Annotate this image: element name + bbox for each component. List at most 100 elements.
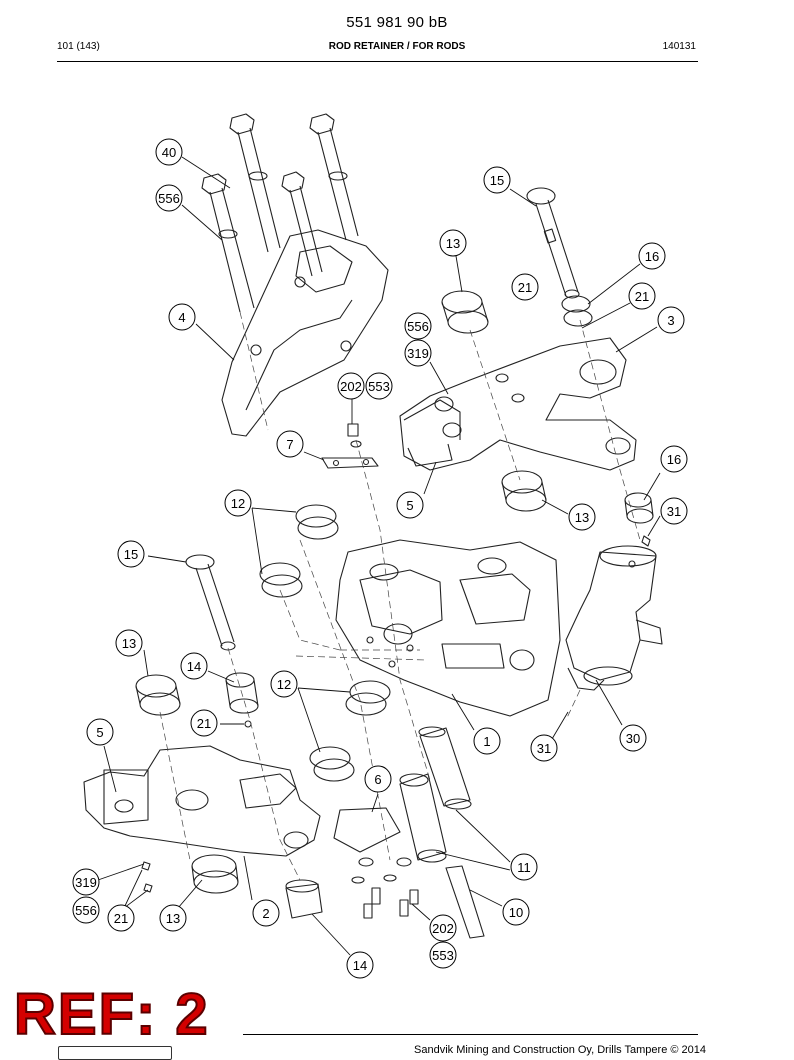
callout-label: 553 bbox=[432, 948, 454, 963]
document-code: 140131 bbox=[662, 41, 696, 52]
leader-lines bbox=[97, 156, 661, 956]
callout-label: 7 bbox=[286, 437, 293, 452]
callout-12-mid: 12 bbox=[270, 670, 298, 698]
callout-3: 3 bbox=[657, 306, 685, 334]
callout-label: 14 bbox=[353, 958, 367, 973]
callout-15-top: 15 bbox=[483, 166, 511, 194]
arm-part-3 bbox=[399, 337, 637, 471]
callout-label: 21 bbox=[635, 289, 649, 304]
callout-553-mid: 553 bbox=[365, 372, 393, 400]
callout-13-bottom: 13 bbox=[159, 904, 187, 932]
reference-stamp: REF: 2 bbox=[13, 982, 210, 1047]
callout-14-bottom: 14 bbox=[346, 951, 374, 979]
center-lines bbox=[159, 311, 641, 881]
callout-13-right: 13 bbox=[568, 503, 596, 531]
callout-label: 5 bbox=[406, 498, 413, 513]
callout-label: 202 bbox=[340, 379, 362, 394]
callout-16-right: 16 bbox=[660, 445, 688, 473]
part-outlines bbox=[83, 113, 663, 939]
callout-label: 13 bbox=[446, 236, 460, 251]
pin-part-15-left bbox=[185, 504, 391, 782]
callout-label: 40 bbox=[162, 145, 176, 160]
callout-label: 556 bbox=[158, 191, 180, 206]
callout-11: 11 bbox=[510, 853, 538, 881]
callout-21-left: 21 bbox=[190, 709, 218, 737]
callout-label: 12 bbox=[277, 677, 291, 692]
callout-2: 2 bbox=[252, 899, 280, 927]
callout-label: 319 bbox=[407, 346, 429, 361]
callout-4: 4 bbox=[168, 303, 196, 331]
callout-label: 553 bbox=[368, 379, 390, 394]
arm-part-5-lower bbox=[83, 745, 321, 857]
callout-label: 31 bbox=[537, 741, 551, 756]
callout-31-bottom: 31 bbox=[530, 734, 558, 762]
callout-21-bottom: 21 bbox=[107, 904, 135, 932]
callout-30: 30 bbox=[619, 724, 647, 752]
callout-label: 556 bbox=[407, 319, 429, 334]
callout-14-left: 14 bbox=[180, 652, 208, 680]
callout-5-top: 5 bbox=[396, 491, 424, 519]
callout-label: 13 bbox=[166, 911, 180, 926]
header-divider bbox=[57, 61, 698, 62]
bottom-part-group bbox=[141, 726, 485, 939]
callout-label: 12 bbox=[231, 496, 245, 511]
callout-label: 16 bbox=[667, 452, 681, 467]
page-number: 101 (143) bbox=[57, 41, 100, 52]
section-title: ROD RETAINER / FOR RODS bbox=[328, 41, 466, 52]
callout-10: 10 bbox=[502, 898, 530, 926]
callout-556-mid: 556 bbox=[404, 312, 432, 340]
callout-label: 21 bbox=[197, 716, 211, 731]
callout-label: 15 bbox=[490, 173, 504, 188]
footer-copyright: Sandvik Mining and Construction Oy, Dril… bbox=[414, 1044, 706, 1056]
body-part-1 bbox=[335, 539, 561, 717]
callout-21-right: 21 bbox=[628, 282, 656, 310]
callout-label: 3 bbox=[667, 313, 674, 328]
pin-part-15-top bbox=[526, 187, 580, 299]
callout-13-left: 13 bbox=[115, 629, 143, 657]
callout-7: 7 bbox=[276, 430, 304, 458]
cylinder-part-30 bbox=[565, 535, 663, 691]
callout-label: 6 bbox=[374, 772, 381, 787]
callout-319-bottom: 319 bbox=[72, 868, 100, 896]
callout-label: 202 bbox=[432, 921, 454, 936]
callout-31-top: 31 bbox=[660, 497, 688, 525]
callout-1: 1 bbox=[473, 727, 501, 755]
callout-label: 11 bbox=[517, 860, 531, 875]
callout-label: 2 bbox=[262, 906, 269, 921]
callout-6: 6 bbox=[364, 765, 392, 793]
bushing-group-top bbox=[441, 290, 654, 524]
footer-divider bbox=[243, 1034, 698, 1035]
callout-label: 15 bbox=[124, 547, 138, 562]
callout-13-top: 13 bbox=[439, 229, 467, 257]
callout-label: 31 bbox=[667, 504, 681, 519]
callout-label: 4 bbox=[178, 310, 185, 325]
callout-label: 21 bbox=[114, 911, 128, 926]
callout-553-bottom: 553 bbox=[429, 941, 457, 969]
document-number: 551 981 90 bB bbox=[346, 14, 448, 31]
callout-556: 556 bbox=[155, 184, 183, 212]
bushing-group-left bbox=[135, 672, 259, 728]
callout-202-mid: 202 bbox=[337, 372, 365, 400]
callout-label: 5 bbox=[96, 725, 103, 740]
callout-319-mid: 319 bbox=[404, 339, 432, 367]
callout-15-left: 15 bbox=[117, 540, 145, 568]
callout-label: 319 bbox=[75, 875, 97, 890]
callout-label: 21 bbox=[518, 280, 532, 295]
callout-40: 40 bbox=[155, 138, 183, 166]
callout-label: 16 bbox=[645, 249, 659, 264]
callout-label: 30 bbox=[626, 731, 640, 746]
callout-12-top: 12 bbox=[224, 489, 252, 517]
callout-label: 556 bbox=[75, 903, 97, 918]
callout-556-bottom: 556 bbox=[72, 896, 100, 924]
plate-part-7 bbox=[321, 423, 379, 469]
callout-label: 10 bbox=[509, 905, 523, 920]
manufacturer-logo bbox=[58, 1046, 172, 1060]
callout-label: 14 bbox=[187, 659, 201, 674]
bolt-group bbox=[201, 113, 359, 313]
callout-202-bottom: 202 bbox=[429, 914, 457, 942]
callout-21-top: 21 bbox=[511, 273, 539, 301]
callout-label: 13 bbox=[122, 636, 136, 651]
callout-balloons: 40 556 4 15 13 21 16 21 3 556 319 202 55… bbox=[72, 138, 688, 979]
callout-label: 13 bbox=[575, 510, 589, 525]
